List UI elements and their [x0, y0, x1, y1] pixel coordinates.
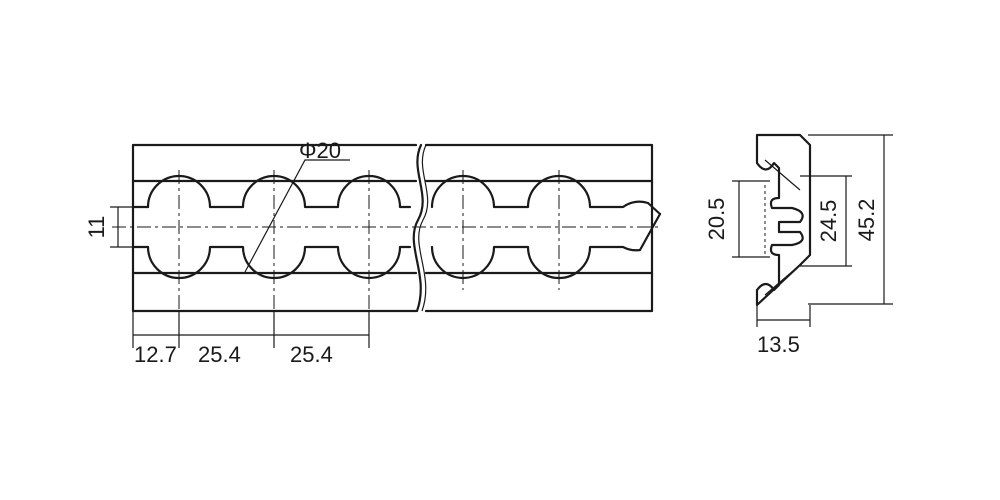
depth-dimension [756, 305, 811, 327]
section-profile [755, 133, 812, 307]
hole-diameter-label: Φ20 [299, 138, 341, 163]
mid-height-dimension [800, 175, 852, 267]
break-line-2 [418, 144, 429, 312]
total-height-dimension [808, 134, 893, 305]
inner-height-dimension [732, 180, 770, 258]
slot-left-end [131, 205, 150, 249]
slot-width-label: 11 [84, 216, 109, 239]
pitch-extensions [132, 311, 370, 348]
keyhole-slot-bottom [146, 212, 662, 280]
depth-label: 13.5 [757, 332, 800, 357]
hole-pitch-label-1: 25.4 [198, 342, 241, 367]
rail-section-view: 20.5 24.5 45.2 13.5 [704, 133, 893, 357]
diameter-leader [244, 159, 350, 273]
rail-outline-right [424, 143, 654, 313]
inner-height-label: 20.5 [704, 198, 729, 241]
rail-top-view: Φ20 11 12.7 25.4 25.4 [84, 138, 662, 367]
hole-pitch-label-2: 25.4 [290, 342, 333, 367]
keyhole-slot-top [146, 174, 662, 216]
break-line [412, 143, 424, 313]
edge-to-first-hole-label: 12.7 [134, 342, 177, 367]
slot-width-extension [110, 206, 133, 248]
total-height-label: 45.2 [854, 199, 879, 242]
mid-height-label: 24.5 [816, 200, 841, 243]
section-inner-flange [764, 159, 801, 296]
